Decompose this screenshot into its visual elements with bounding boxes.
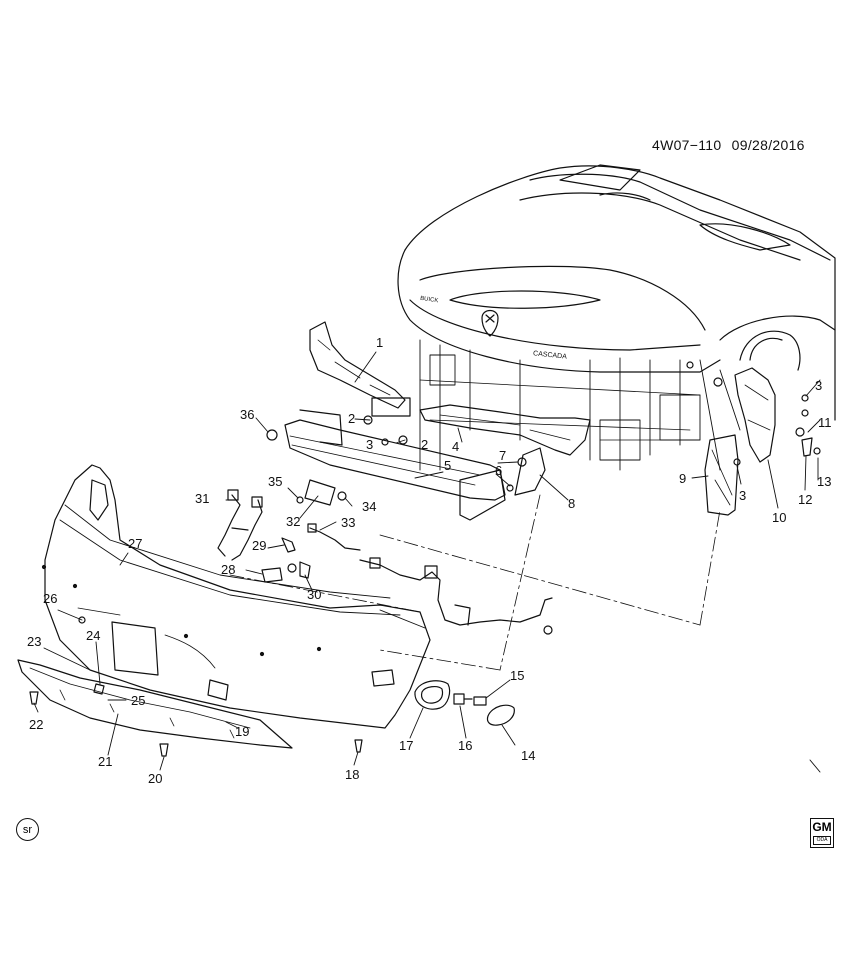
callout-3c: 3: [739, 488, 747, 503]
part-15-clip: [473, 696, 487, 706]
callout-23: 23: [27, 634, 42, 649]
part-11-12-13-fasteners: [733, 394, 821, 466]
callout-19: 19: [235, 724, 250, 739]
callout-25: 25: [131, 693, 146, 708]
callout-22: 22: [29, 717, 44, 732]
gm-logo-subtext: ODA: [813, 836, 831, 845]
part-27-bumper-fascia: [41, 464, 431, 729]
callout-14: 14: [521, 748, 536, 763]
callout-5: 5: [444, 458, 452, 473]
callout-6: 6: [495, 463, 503, 478]
part-14-cover: [486, 704, 515, 726]
callout-7: 7: [499, 448, 507, 463]
part-9-bracket: [704, 434, 739, 516]
callout-2b: 2: [421, 437, 429, 452]
callout-15: 15: [510, 668, 525, 683]
part-4-bracket: [419, 404, 591, 456]
callout-2a: 2: [348, 411, 356, 426]
callout-13: 13: [817, 474, 832, 489]
part-5-impact-bar: [284, 409, 506, 521]
part-21-valance: [17, 659, 293, 749]
reference-date: 09/28/2016: [731, 137, 805, 153]
callout-3b: 3: [815, 378, 823, 393]
callout-32: 32: [286, 514, 301, 529]
gm-logo-text: GM: [812, 820, 832, 834]
callout-9: 9: [679, 471, 687, 486]
callout-28: 28: [221, 562, 236, 577]
callout-29: 29: [252, 538, 267, 553]
callout-12: 12: [798, 492, 813, 507]
callout-8: 8: [568, 496, 576, 511]
part-17-trim: [414, 680, 451, 710]
leader-lines: [33, 351, 821, 773]
callout-30: 30: [307, 587, 322, 602]
part-28-29-30: [261, 537, 311, 583]
push-pin-fasteners: [29, 616, 363, 757]
diagram-reference-number: 4W07−110 09/28/2016: [652, 138, 805, 152]
part-36-nut: [266, 429, 278, 441]
sr-badge: sr: [16, 818, 39, 841]
callout-36: 36: [240, 407, 255, 422]
car-rear-body: [397, 164, 836, 471]
callout-24: 24: [86, 628, 101, 643]
bumper-wiring-harness: [359, 557, 553, 635]
callout-17: 17: [399, 738, 414, 753]
callout-26: 26: [43, 591, 58, 606]
reference-code: 4W07−110: [652, 137, 722, 153]
callout-11: 11: [818, 415, 832, 430]
callout-3a: 3: [366, 437, 374, 452]
callout-20: 20: [148, 771, 163, 786]
callout-21: 21: [98, 754, 113, 769]
callout-4: 4: [452, 439, 460, 454]
part-16-sensor: [453, 693, 473, 705]
part-31-harness: [217, 489, 263, 561]
callout-1: 1: [376, 335, 384, 350]
part-10-bracket: [734, 367, 776, 463]
callout-31: 31: [195, 491, 210, 506]
callout-35: 35: [268, 474, 283, 489]
callout-16: 16: [458, 738, 473, 753]
alignment-lines: [229, 494, 721, 671]
callout-27: 27: [128, 536, 143, 551]
part-8-bracket: [506, 447, 546, 496]
callout-18: 18: [345, 767, 360, 782]
callout-10: 10: [772, 510, 787, 525]
part-1-bracket: [309, 321, 406, 409]
part-33-wire: [307, 523, 361, 551]
callout-34: 34: [362, 499, 377, 514]
callout-33: 33: [341, 515, 356, 530]
gm-logo: GM ODA: [810, 818, 834, 848]
part-32-34-35: [296, 479, 347, 506]
